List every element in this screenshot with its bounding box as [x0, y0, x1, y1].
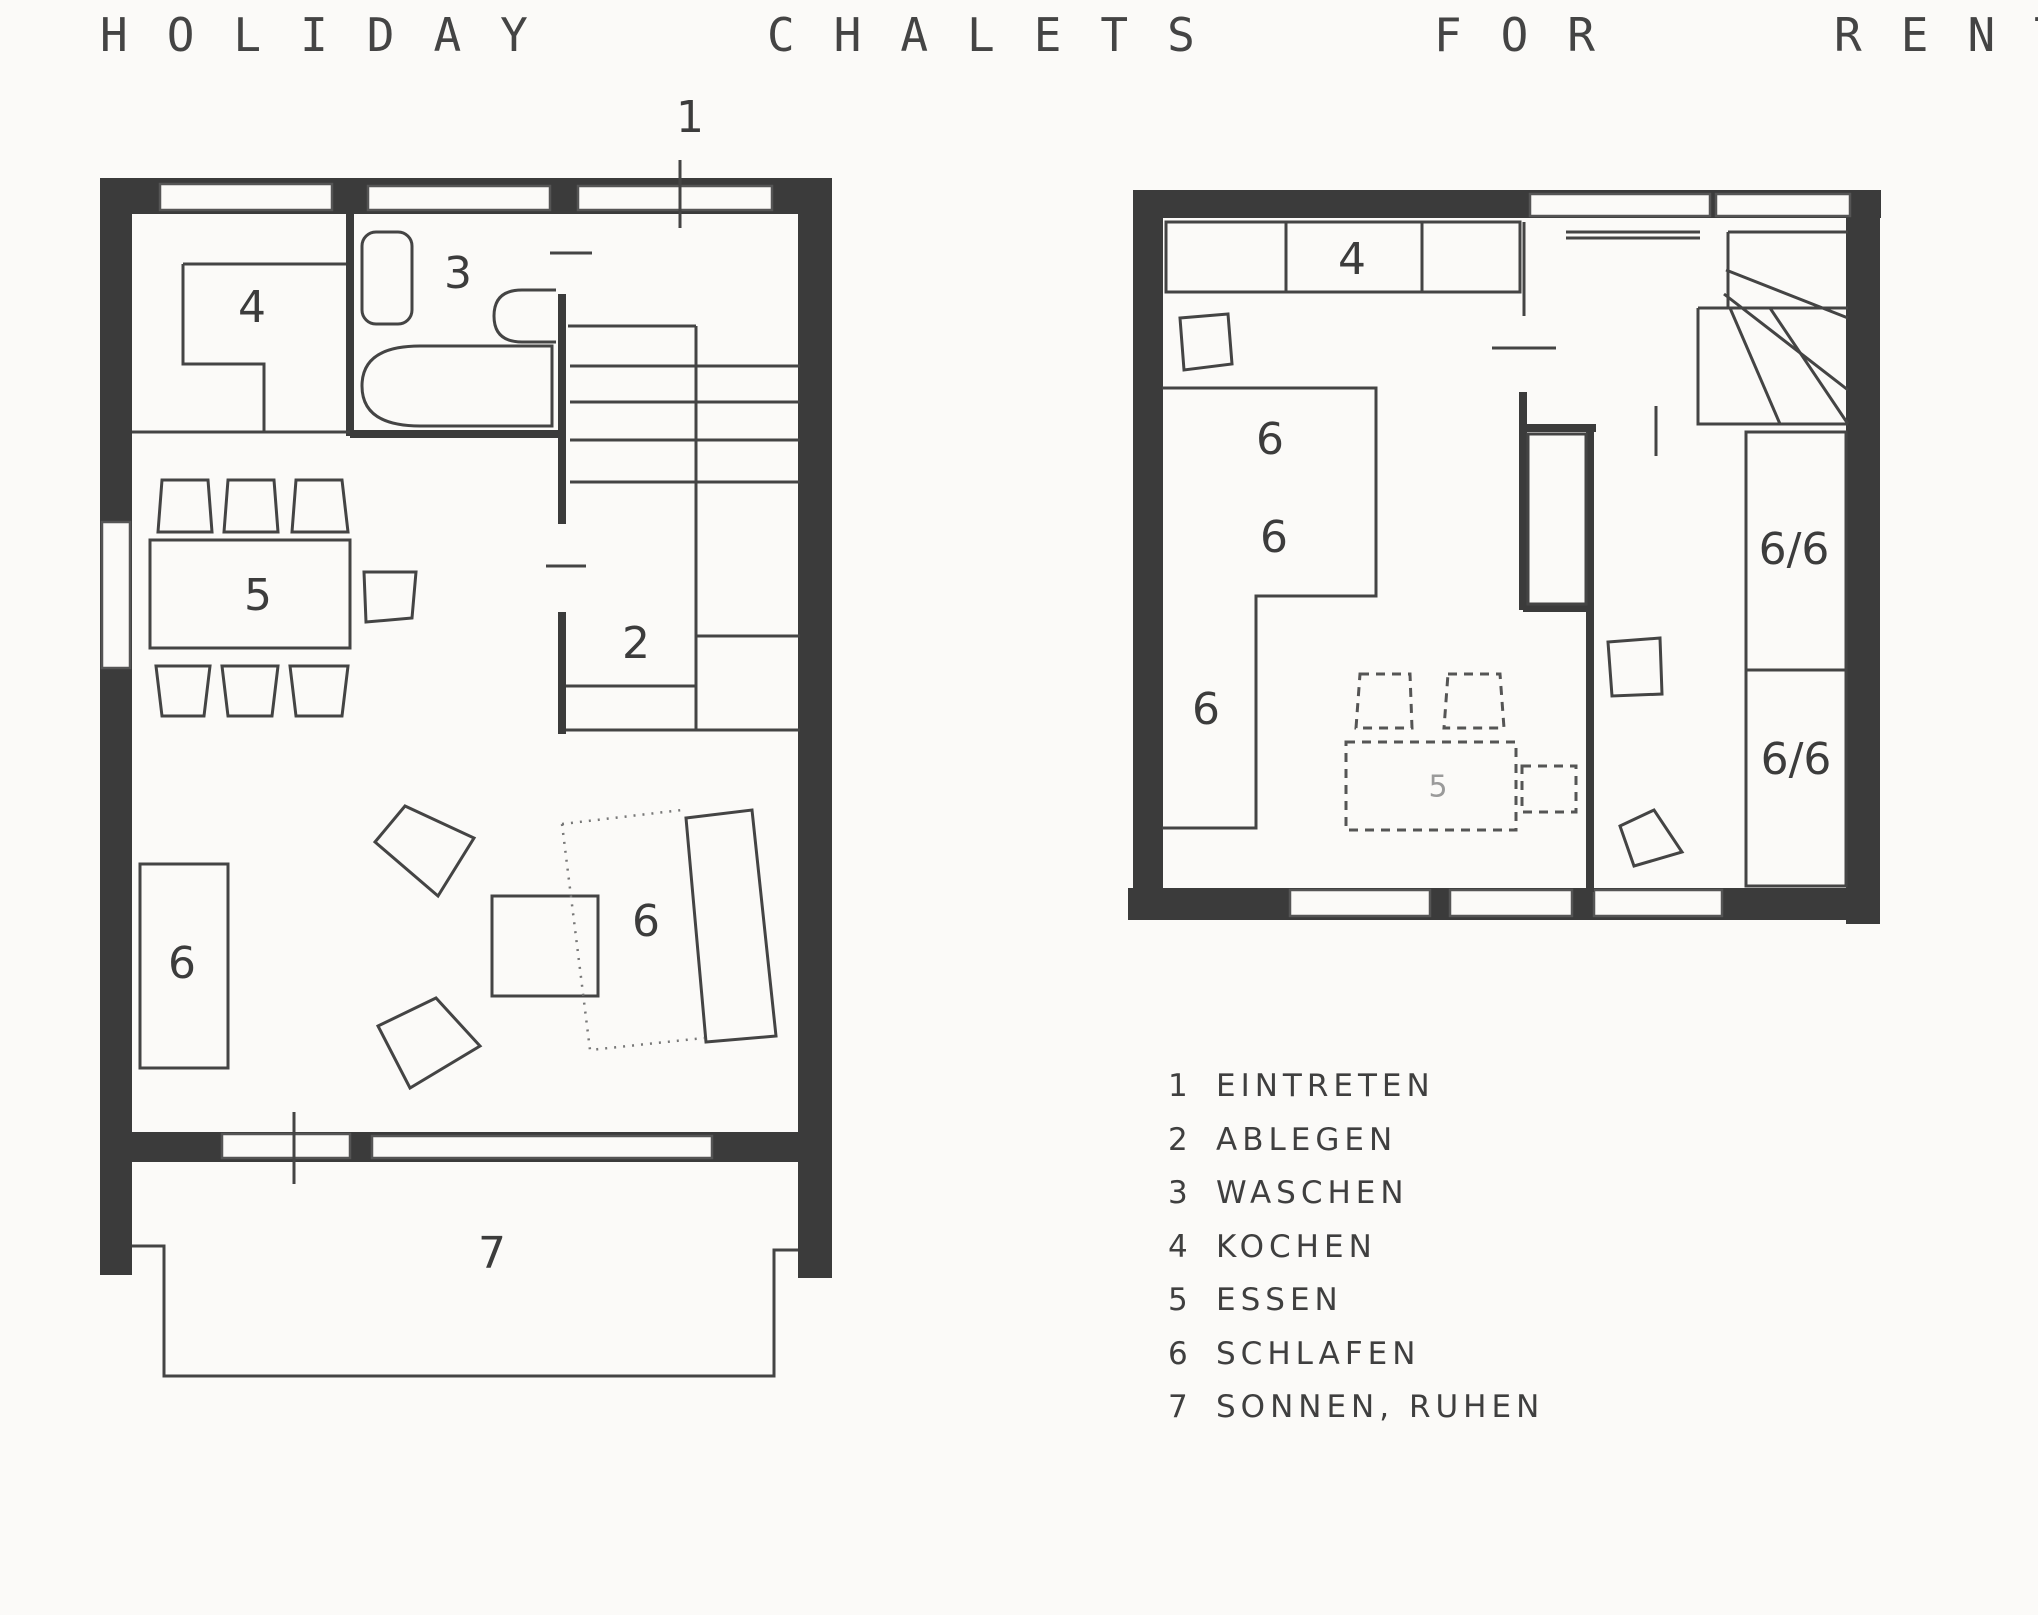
ground-floor-plan: 1 3 4	[100, 92, 832, 1378]
upper-staircase	[1696, 230, 1850, 426]
bunk-upper-label: 6/6	[1759, 524, 1830, 575]
chair	[222, 478, 280, 534]
toilet	[492, 288, 556, 344]
table-marker-label: 5	[1428, 770, 1447, 805]
stair-line	[1768, 307, 1850, 425]
dashed-chair	[1354, 672, 1414, 730]
ground-wall-right	[798, 188, 832, 1278]
ground-window-left	[100, 520, 132, 670]
upper-chair-1	[1606, 636, 1664, 698]
room-dining-label: 5	[244, 570, 272, 621]
stair-line	[1723, 292, 1849, 392]
legend-number: 5	[1168, 1282, 1193, 1318]
ground-staircase	[566, 324, 800, 732]
room-wash-label: 3	[444, 248, 472, 299]
upper-kitchen-label: 4	[1338, 234, 1366, 285]
entrance-number: 1	[676, 92, 704, 143]
legend-number: 6	[1168, 1335, 1193, 1372]
legend-item: 6 SCHLAFEN	[1168, 1336, 1544, 1390]
ground-window-top-3	[576, 184, 774, 212]
room-cloakroom-label: 2	[622, 618, 650, 669]
upper-window-bottom-1	[1288, 888, 1432, 918]
upper-chair-2	[1618, 808, 1685, 868]
legend-label: EINTRETEN	[1216, 1068, 1435, 1104]
legend-number: 2	[1168, 1121, 1193, 1158]
upper-wall-left	[1133, 190, 1163, 918]
sheet-title: HOLIDAY CHALETS FOR RENT	[100, 8, 2038, 62]
wardrobe	[1526, 432, 1588, 606]
ground-window-bottom	[370, 1134, 714, 1160]
bed-rug-outline	[560, 808, 705, 1052]
room-sleep-left-label: 6	[168, 938, 196, 989]
chair	[220, 664, 280, 718]
legend-label: KOCHEN	[1216, 1228, 1377, 1265]
upper-wall-right	[1846, 196, 1880, 924]
stair-line	[1728, 307, 1782, 425]
chair	[288, 664, 350, 718]
legend-item: 1 EINTRETEN	[1168, 1068, 1544, 1122]
washbasin	[360, 230, 414, 326]
bunk-lower-label: 6/6	[1761, 734, 1832, 785]
bunk-bed-lower	[1744, 668, 1848, 888]
ground-window-top-1	[158, 182, 334, 212]
legend-number: 1	[1168, 1068, 1193, 1104]
ground-wall-left	[100, 178, 132, 1275]
legend-item: 4 KOCHEN	[1168, 1229, 1544, 1283]
upper-bed-block	[1162, 386, 1378, 830]
stair-line	[1725, 268, 1849, 320]
upper-floor-plan: 4 6 6 6	[1128, 190, 1881, 924]
legend-number: 7	[1168, 1389, 1193, 1425]
dashed-chair	[1520, 764, 1578, 814]
ground-window-top-2	[366, 184, 552, 212]
upper-bed-b-label: 6	[1260, 512, 1288, 563]
upper-window-bottom-2	[1448, 888, 1574, 918]
upper-window-top-left	[1528, 192, 1712, 218]
room-terrace-label: 7	[478, 1228, 506, 1279]
legend-item: 5 ESSEN	[1168, 1282, 1544, 1336]
legend-label: SCHLAFEN	[1216, 1335, 1421, 1372]
legend-label: ESSEN	[1216, 1282, 1343, 1318]
dining-side-chair	[362, 570, 418, 624]
room-legend: 1 EINTRETEN 2 ABLEGEN 3 WASCHEN 4 KOCHEN 5 ES…	[1168, 1068, 1544, 1443]
legend-label: SONNEN, RUHEN	[1216, 1389, 1545, 1425]
armchair-upper	[372, 804, 477, 899]
upper-window-top-right	[1714, 192, 1852, 218]
dining-table	[148, 538, 352, 650]
legend-number: 4	[1168, 1228, 1193, 1265]
legend-label: WASCHEN	[1216, 1175, 1409, 1211]
legend-item: 7 SONNEN, RUHEN	[1168, 1389, 1544, 1443]
chair	[290, 478, 350, 534]
upper-bed-c-label: 6	[1192, 684, 1220, 735]
folding-table-dashed: 5	[1344, 672, 1578, 832]
dining-chairs-top	[156, 478, 350, 534]
upper-stool	[1178, 312, 1234, 372]
dashed-table	[1344, 740, 1518, 832]
room-sleep-right-label: 6	[632, 896, 660, 947]
chair	[154, 664, 212, 718]
legend-item: 2 ABLEGEN	[1168, 1122, 1544, 1176]
bathtub	[360, 344, 554, 428]
sofa-bed-right	[684, 808, 778, 1044]
coffee-table	[490, 894, 600, 998]
legend-label: ABLEGEN	[1216, 1121, 1398, 1158]
upper-kitchen-counter	[1164, 220, 1522, 294]
chair	[156, 478, 214, 534]
legend-item: 3 WASCHEN	[1168, 1175, 1544, 1229]
sofa-bed-left	[138, 862, 230, 1070]
legend-number: 3	[1168, 1175, 1193, 1211]
upper-bed-a-label: 6	[1256, 414, 1284, 465]
upper-window-bottom-3	[1592, 888, 1724, 918]
dining-chairs-bottom	[154, 664, 350, 718]
armchair-lower	[375, 996, 483, 1091]
terrace-outline	[132, 1244, 798, 1378]
dashed-chair	[1442, 672, 1506, 730]
ground-door-terrace	[220, 1132, 352, 1160]
room-kitchen-label: 4	[238, 282, 266, 333]
